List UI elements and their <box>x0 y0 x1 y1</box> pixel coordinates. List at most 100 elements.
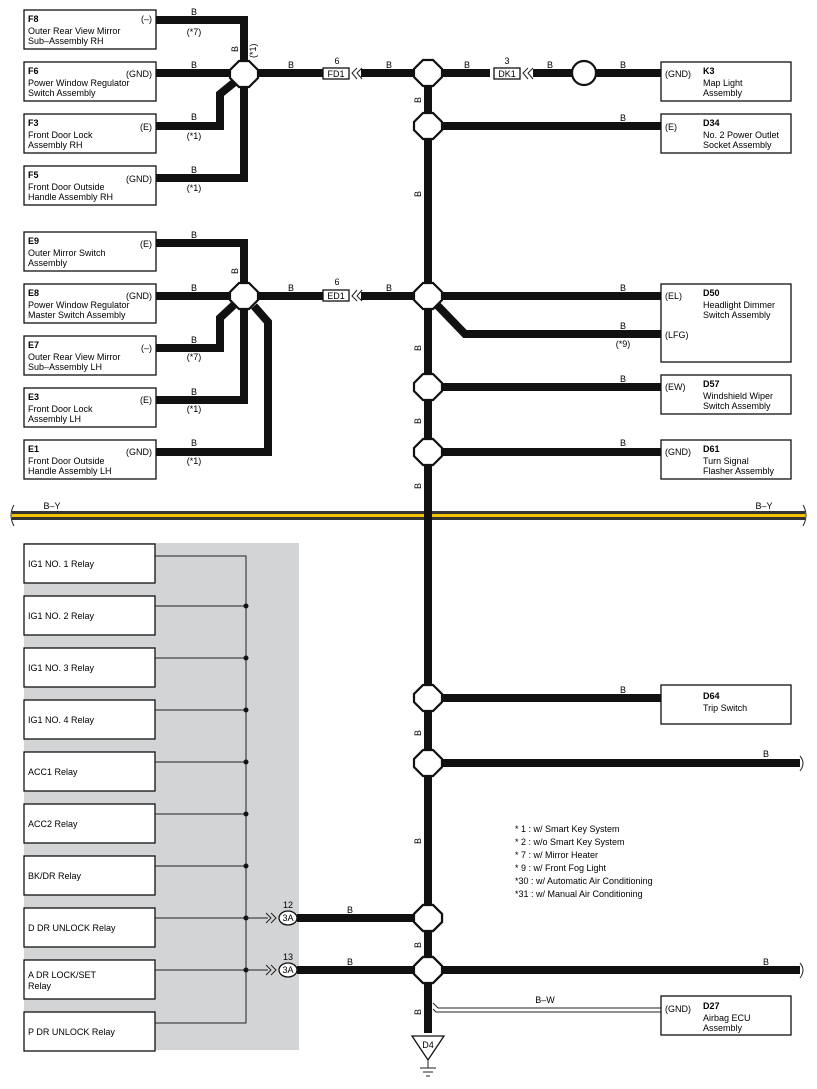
comp-d50-wire2: B <box>620 321 626 331</box>
ground-symbol <box>420 1060 436 1077</box>
comp-f3-wire: B <box>191 112 197 122</box>
comp-e9-code: E9 <box>28 236 39 246</box>
comp-e1-name1: Front Door Outside <box>28 456 105 466</box>
note-2: * 2 : w/o Smart Key System <box>515 837 625 847</box>
relay-label-10: P DR UNLOCK Relay <box>28 1027 115 1037</box>
comp-e7-pin: (–) <box>141 343 152 353</box>
wire-to-d50-lfg <box>434 302 661 338</box>
comp-e1-note: (*1) <box>187 456 202 466</box>
comp-e8-wire: B <box>191 283 197 293</box>
svg-text:B: B <box>413 97 423 103</box>
relay-box-4 <box>23 699 156 740</box>
connector-ed1-pin: 6 <box>334 277 339 287</box>
harness-b-y-right-label: B–Y <box>755 501 772 511</box>
branch-lower-wire: B <box>763 957 769 967</box>
comp-e3-note: (*1) <box>187 404 202 414</box>
relay-label-9-line2: Relay <box>28 981 52 991</box>
comp-k3-code: K3 <box>703 66 715 76</box>
comp-e3-pin: (E) <box>140 395 152 405</box>
branch-upper-wire: B <box>763 749 769 759</box>
group-front-right-door <box>23 9 415 206</box>
comp-d27-name2: Assembly <box>703 1023 743 1033</box>
wire-b-w-to-d27 <box>432 1002 661 1013</box>
relay-label-6: ACC2 Relay <box>28 819 78 829</box>
comp-e9-wire: B <box>191 230 197 240</box>
comp-d34-wire: B <box>620 113 626 123</box>
comp-d57-name2: Switch Assembly <box>703 401 771 411</box>
component-box-d50 <box>660 283 792 363</box>
relay-label-2: IG1 NO. 2 Relay <box>28 611 95 621</box>
connector-fd1-pin: 6 <box>334 56 339 66</box>
footnotes: * 1 : w/ Smart Key System * 2 : w/o Smar… <box>515 824 653 899</box>
junction-3a <box>265 910 415 978</box>
relay-box-7 <box>23 855 156 896</box>
splice-trunk-9-top <box>412 955 444 985</box>
comp-f5-code: F5 <box>28 170 39 180</box>
connector-dk1 <box>493 67 521 80</box>
component-box-d34 <box>660 113 792 154</box>
mid-hub-v-wire: B <box>230 268 240 274</box>
comp-d57-code: D57 <box>703 379 720 389</box>
connector-dk1-label: DK1 <box>498 69 516 79</box>
comp-d50-pin: (EL) <box>665 291 682 301</box>
relay-box-3 <box>23 647 156 688</box>
comp-k3-wire: B <box>620 60 626 70</box>
comp-f6-pin: (GND) <box>126 69 152 79</box>
component-box-f3 <box>23 113 157 154</box>
comp-k3-pin: (GND) <box>665 69 691 79</box>
splice-trunk-5 <box>412 437 444 467</box>
comp-f8-pin: (–) <box>141 14 152 24</box>
comp-f5-wire: B <box>191 165 197 175</box>
note-6: *31 : w/ Manual Air Conditioning <box>515 889 643 899</box>
connector-ed1-chevron <box>351 289 363 302</box>
comp-f8-name1: Outer Rear View Mirror <box>28 26 120 36</box>
comp-e3-name2: Assembly LH <box>28 414 81 424</box>
comp-e9-name2: Assembly <box>28 258 68 268</box>
comp-d50-note2: (*9) <box>616 339 631 349</box>
comp-d57-name1: Windshield Wiper <box>703 391 773 401</box>
junction-3a-bottom-wire: B <box>347 957 353 967</box>
connector-ed1-label: ED1 <box>327 291 345 301</box>
component-box-f8 <box>23 9 157 50</box>
wire-main-trunk-crossing <box>424 510 432 521</box>
top-hub-v-wire: B <box>230 46 240 52</box>
wire-e9 <box>156 239 248 284</box>
wire-branch-right-lower-break <box>799 962 804 979</box>
comp-e3-wire: B <box>191 387 197 397</box>
splice-trunk-4 <box>412 372 444 402</box>
comp-d61-code: D61 <box>703 444 720 454</box>
relay-bus-dots <box>243 603 249 973</box>
junction-3a-top-chevron <box>265 912 277 924</box>
junction-3a-bottom-label: 3A <box>282 965 293 975</box>
left-component-labels: F8 Outer Rear View Mirror Sub–Assembly R… <box>28 7 201 476</box>
ground-label: D4 <box>422 1040 434 1050</box>
trunk-labels: B B B B B B B B B <box>413 97 423 1015</box>
component-box-e3 <box>23 387 157 428</box>
component-box-d64 <box>660 684 792 725</box>
comp-d50-pin2: (LFG) <box>665 330 689 340</box>
harness-b-y-right-break <box>802 504 807 527</box>
mid-hub-out-wire: B <box>288 283 294 293</box>
comp-f6-name1: Power Window Regulator <box>28 78 130 88</box>
relay-box-9 <box>23 959 156 1000</box>
comp-d34-code: D34 <box>703 118 720 128</box>
note-5: *30 : w/ Automatic Air Conditioning <box>515 876 653 886</box>
top-hub-out-wire: B <box>288 60 294 70</box>
connector-fd1-label: FD1 <box>327 69 344 79</box>
comp-d27-code: D27 <box>703 1001 720 1011</box>
component-box-d61 <box>660 439 792 480</box>
comp-e7-name2: Sub–Assembly LH <box>28 362 102 372</box>
comp-e8-name2: Master Switch Assembly <box>28 310 126 320</box>
comp-d34-name2: Socket Assembly <box>703 140 772 150</box>
connector-fd1-chevron <box>351 67 363 80</box>
svg-text:B: B <box>413 191 423 197</box>
note-4: * 9 : w/ Front Fog Light <box>515 863 607 873</box>
comp-d64-name1: Trip Switch <box>703 703 747 713</box>
comp-e7-code: E7 <box>28 340 39 350</box>
comp-d50-code: D50 <box>703 288 720 298</box>
comp-e8-pin: (GND) <box>126 291 152 301</box>
note-1: * 1 : w/ Smart Key System <box>515 824 620 834</box>
component-box-e8 <box>23 283 157 324</box>
comp-k3-name1: Map Light <box>703 78 743 88</box>
